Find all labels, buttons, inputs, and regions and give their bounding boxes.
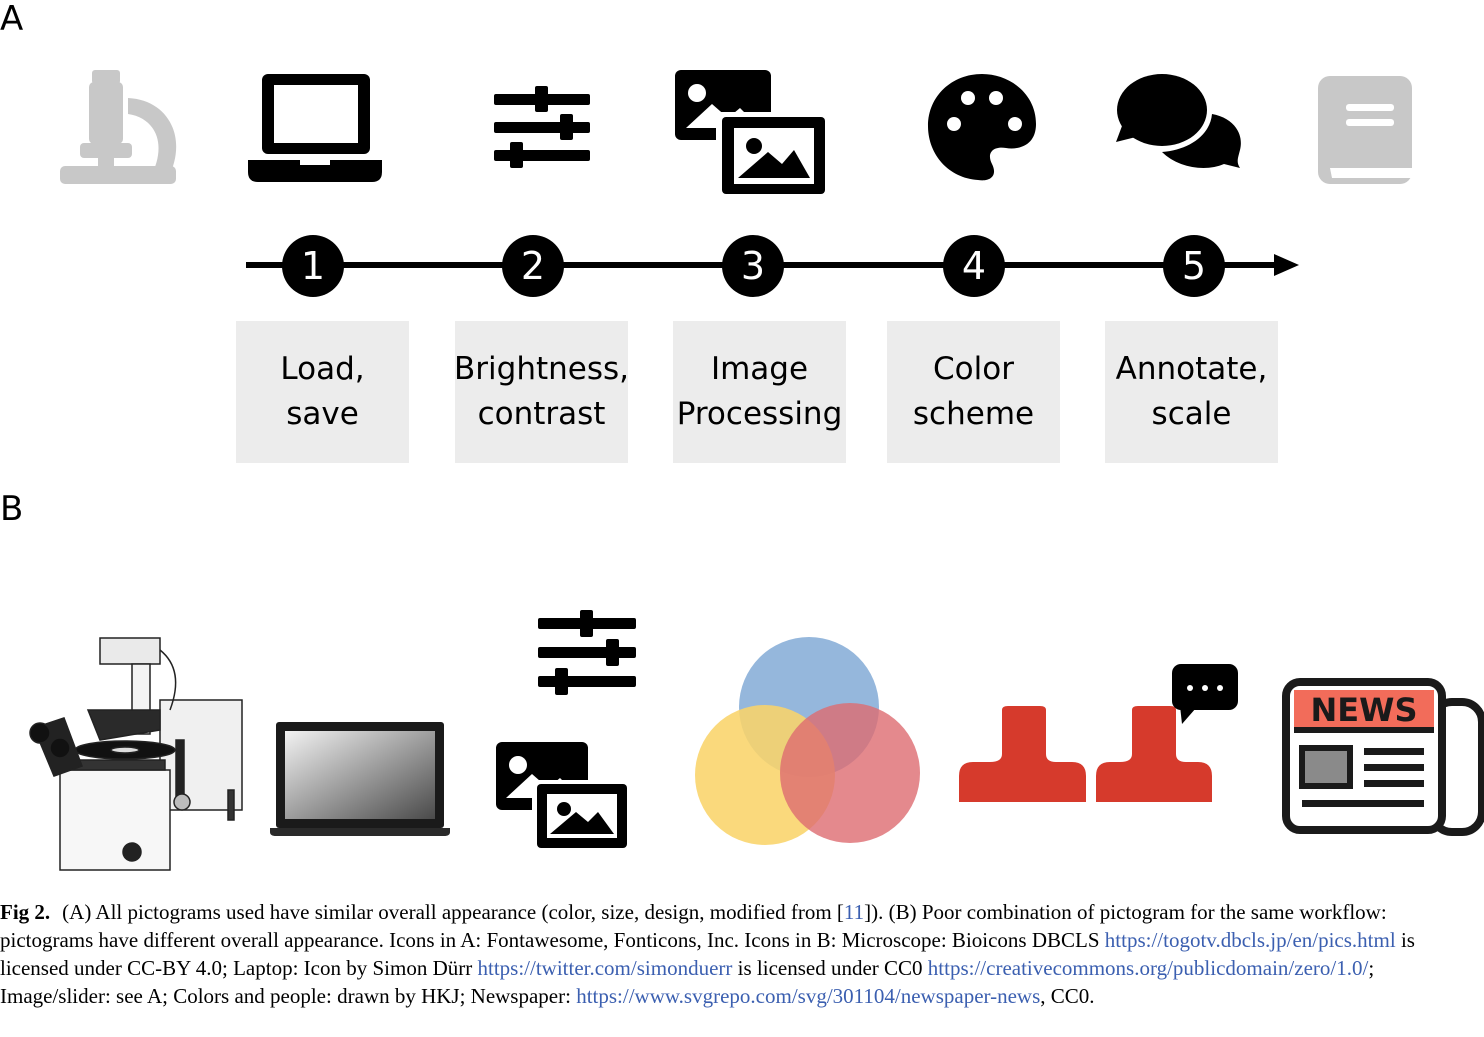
laptop-icon [248,74,382,182]
sliders-icon [494,86,590,168]
panel-a-icons [60,70,1412,276]
step-box-4: Color scheme [887,321,1060,463]
panel-label-a: A [0,0,24,39]
book-icon [1318,76,1412,184]
comments-icon [1116,74,1241,168]
figure-caption: Fig 2. (A) All pictograms used have simil… [0,898,1480,1010]
step-label-line1: Image [710,351,809,387]
newspaper-headline: NEWS [1310,691,1418,729]
caption-text-3: is licensed under CC-BY 4.0; Laptop: Ico… [0,928,1415,980]
step-label-line1: Load, [280,351,365,387]
step-label-line2: scheme [912,396,1035,432]
step-number-4: 4 [943,235,1005,297]
images-icon [496,742,632,850]
color-circles-icon [695,637,920,845]
laptop-photo-icon [270,722,450,836]
microscope-icon [60,70,177,184]
newspaper-icon [1282,678,1484,836]
microscope-photo-icon [29,637,243,871]
step-box-1: Load, save [236,321,409,463]
step-number-5: 5 [1163,235,1225,297]
timeline-arrowhead [1274,254,1299,276]
step-number-2: 2 [502,235,564,297]
sliders-icon [538,610,636,695]
step-label-line1: Color [933,351,1014,387]
images-icon [675,70,828,196]
step-box-2: Brightness, contrast [454,321,629,463]
caption-link-cc0[interactable]: https://creativecommons.org/publicdomain… [927,956,1369,980]
panel-label-b: B [0,489,24,529]
caption-paragraph: Fig 2. (A) All pictograms used have simil… [0,898,1480,1010]
caption-link-twitter[interactable]: https://twitter.com/simonduerr [477,956,733,980]
step-number-3: 3 [722,235,784,297]
step-label-line2: contrast [477,396,606,432]
people-chat-icon [959,664,1238,802]
step-label-line2: scale [1151,396,1232,432]
step-label-line1: Brightness, [454,351,629,387]
step-box-3: Image Processing [673,321,846,463]
step-label-line2: save [286,396,359,432]
caption-text-4: is licensed under CC0 [732,956,928,980]
step-box-5: Annotate, scale [1105,321,1278,463]
palette-icon [928,74,1036,181]
step-label-line2: Processing [676,396,843,432]
caption-text-2: ]). (B) Poor combination of pictogram fo… [0,900,1387,952]
caption-text-6: , CC0. [1040,984,1095,1008]
caption-ref-link[interactable]: 11 [843,900,865,924]
caption-text-1: (A) All pictograms used have similar ove… [62,900,844,924]
caption-text-5: ; Image/slider: see A; Colors and people… [0,956,1375,1008]
step-number-1: 1 [282,235,344,297]
caption-label: Fig 2. [0,900,51,924]
step-label-line1: Annotate, [1115,351,1268,387]
caption-link-togotv[interactable]: https://togotv.dbcls.jp/en/pics.html [1104,928,1396,952]
caption-link-svgrepo[interactable]: https://www.svgrepo.com/svg/301104/newsp… [576,984,1041,1008]
panel-b-icons [29,610,1484,871]
